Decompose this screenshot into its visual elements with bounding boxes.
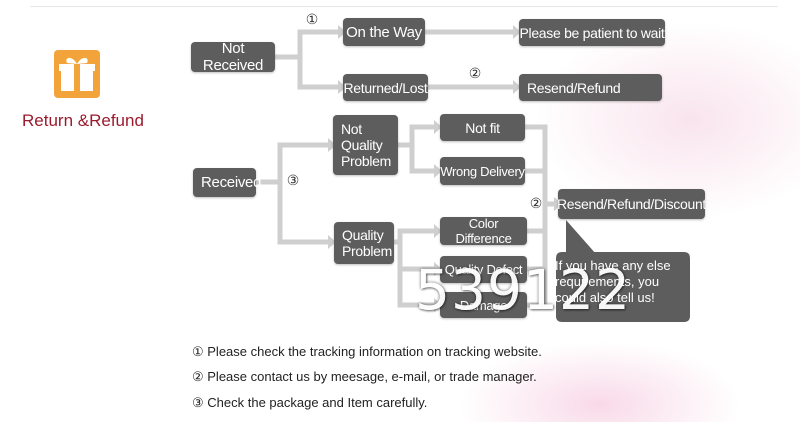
node-on-the-way: On the Way [343, 18, 425, 46]
node-received: Received [193, 168, 261, 197]
node-damage: Damage [440, 292, 527, 318]
node-resend-refund-discount: Resend/Refund/Discount [557, 189, 706, 219]
node-resend-refund: Resend/Refund [519, 74, 662, 101]
node-please-wait: Please be patient to wait [519, 19, 665, 46]
node-quality-problem: Quality Problem [334, 222, 394, 264]
node-wrong-delivery: Wrong Delivery [440, 157, 525, 185]
node-not-received: Not Received [191, 40, 275, 74]
node-not-fit: Not fit [440, 114, 525, 141]
node-returned-lost: Returned/Lost [343, 74, 428, 101]
node-quality-defect: Quality Defect [440, 256, 527, 283]
node-not-quality-problem: Not Quality Problem [333, 115, 398, 175]
node-color-difference: Color Difference [440, 216, 527, 246]
note-3: ③ Check the package and Item carefully. [192, 395, 428, 410]
speech-bubble-shape [556, 220, 690, 322]
marker-1: ① [305, 10, 319, 27]
marker-2: ② [468, 64, 482, 81]
top-divider [30, 6, 778, 7]
watermark: 539122 [415, 258, 631, 322]
bubble-text: If you have any else requirements, you c… [555, 258, 671, 305]
return-refund-title: Return &Refund [22, 111, 144, 130]
note-1: ① Please check the tracking information … [192, 344, 542, 359]
marker-2-b: ② [529, 194, 543, 211]
note-2: ② Please contact us by meesage, e-mail, … [192, 369, 537, 384]
marker-3: ③ [286, 171, 300, 188]
gift-icon [54, 50, 100, 98]
